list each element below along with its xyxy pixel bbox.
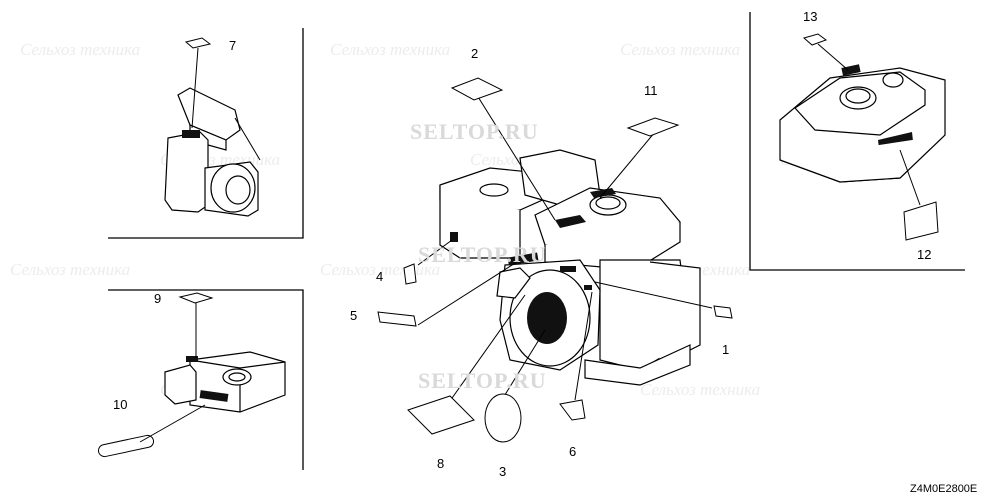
label-part-2: [450, 77, 504, 101]
label-part-4: [403, 263, 417, 285]
callout-11: 11: [644, 83, 658, 98]
label-part-11: [626, 117, 680, 137]
callout-3: 3: [499, 464, 506, 479]
inset-starter-assembly: [164, 37, 261, 217]
watermark-text: SELTOP.RU: [418, 242, 547, 267]
inset-frame-top-left: [108, 28, 304, 239]
inset-frame-bottom-left: [108, 289, 304, 470]
background-watermark: Сельхоз техника: [640, 380, 760, 399]
callout-6: 6: [569, 444, 576, 459]
inset-muffler-assembly: [97, 292, 286, 458]
callout-7: 7: [229, 38, 236, 53]
callout-13: 13: [803, 9, 817, 24]
main-engine: [377, 77, 733, 443]
inset-fuel-tank: [779, 33, 946, 241]
background-watermark: Сельхоз техника: [20, 40, 140, 59]
label-part-8: [407, 395, 475, 435]
watermark-text: SELTOP.RU: [410, 119, 539, 144]
callout-5: 5: [350, 308, 357, 323]
callout-numbers: 1 2 3 4 5 6 7 8 9 10 11 12 13: [113, 9, 931, 479]
callout-2: 2: [471, 46, 478, 61]
diagram-code: Z4M0E2800E: [910, 483, 977, 495]
inset-frame-top-right: [749, 12, 965, 271]
callout-8: 8: [437, 456, 444, 471]
callout-12: 12: [917, 247, 931, 262]
background-watermark: Сельхоз техника: [10, 260, 130, 279]
callout-10: 10: [113, 397, 127, 412]
inset-frames: [108, 12, 965, 470]
watermark-text: SELTOP.RU: [418, 368, 547, 393]
label-part-6: [559, 399, 586, 421]
label-part-1: [713, 305, 733, 319]
callout-1: 1: [722, 342, 729, 357]
label-part-5: [377, 311, 417, 327]
label-part-3: [484, 393, 522, 443]
background-watermark: Сельхоз техника: [330, 40, 450, 59]
callout-9: 9: [154, 291, 161, 306]
callout-4: 4: [376, 269, 383, 284]
background-watermark: Сельхоз техника: [620, 40, 740, 59]
